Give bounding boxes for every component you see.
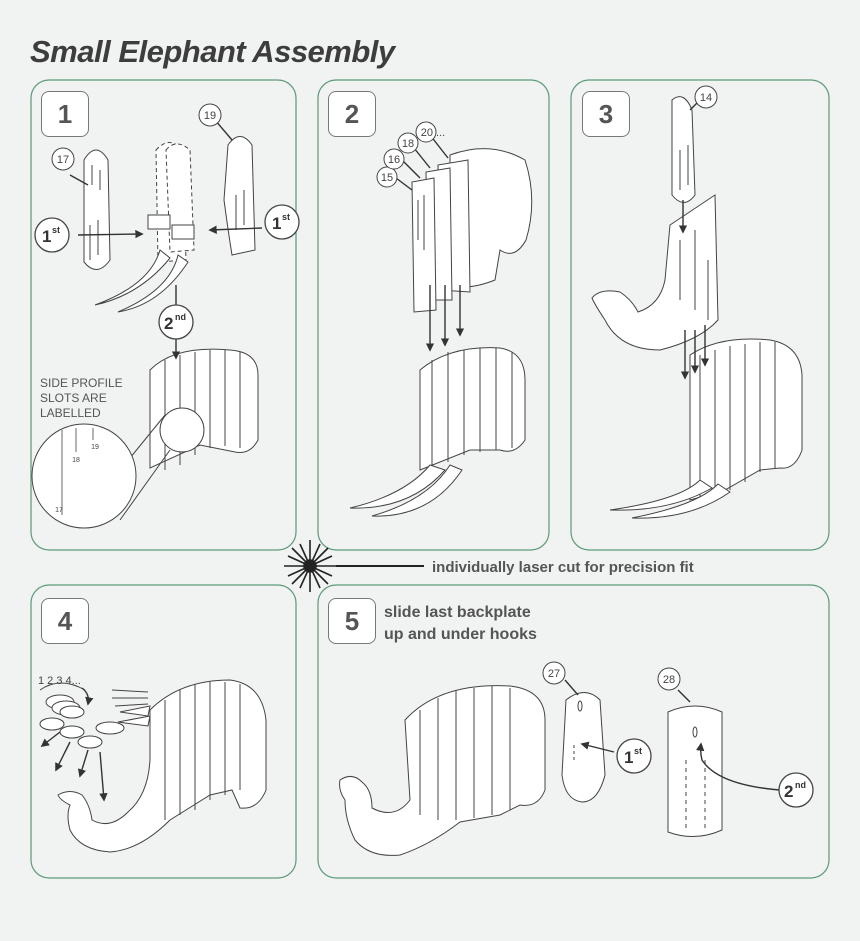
- panel-5-instruction-line-2: up and under hooks: [384, 624, 644, 646]
- panel-1-note-line-3: LABELLED: [40, 406, 123, 421]
- panel-5-instruction: slide last backplate up and under hooks: [384, 602, 644, 646]
- zoom-label-17: 17: [55, 507, 63, 514]
- label-part-14: 14: [700, 92, 712, 104]
- panel-1-note-line-2: SLOTS ARE: [40, 391, 123, 406]
- part-14-shape: [672, 97, 695, 203]
- label-part-28: 28: [663, 674, 675, 686]
- label-part-19: 19: [204, 110, 216, 122]
- panel-2-number: 2: [328, 91, 376, 137]
- label-part-17: 17: [57, 154, 69, 166]
- svg-text:nd: nd: [795, 780, 806, 790]
- svg-text:st: st: [634, 746, 642, 756]
- order-2nd-panel5: 2: [784, 782, 793, 801]
- label-part-18: 18: [402, 138, 414, 150]
- panel-5-instruction-line-1: slide last backplate: [384, 602, 644, 624]
- svg-text:st: st: [282, 212, 290, 222]
- zoom-circle-small: [160, 408, 204, 452]
- label-part-15: 15: [381, 172, 393, 184]
- order-1st-left: 1: [42, 227, 51, 246]
- label-part-20: 20 ...: [421, 127, 445, 139]
- order-1st-panel5: 1: [624, 748, 633, 767]
- panel-1-number: 1: [41, 91, 89, 137]
- zoom-label-19: 19: [91, 444, 99, 451]
- order-2nd-panel1: 2: [164, 314, 173, 333]
- svg-text:nd: nd: [175, 312, 186, 322]
- zoom-label-18: 18: [72, 457, 80, 464]
- panel-4-counter: 1 2 3 4...: [38, 675, 81, 687]
- label-part-27: 27: [548, 668, 560, 680]
- panel-3-number: 3: [582, 91, 630, 137]
- zoom-circle-large: [32, 424, 136, 528]
- part-27-shape: [562, 693, 605, 803]
- panel-4-number: 4: [41, 598, 89, 644]
- panel-1-note: SIDE PROFILE SLOTS ARE LABELLED: [40, 376, 123, 421]
- svg-text:st: st: [52, 225, 60, 235]
- part-17-shape: [84, 150, 110, 270]
- label-part-16: 16: [388, 154, 400, 166]
- laser-note: individually laser cut for precision fit: [432, 559, 694, 576]
- order-1st-right: 1: [272, 214, 281, 233]
- panel-5-number: 5: [328, 598, 376, 644]
- panel-1-note-line-1: SIDE PROFILE: [40, 376, 123, 391]
